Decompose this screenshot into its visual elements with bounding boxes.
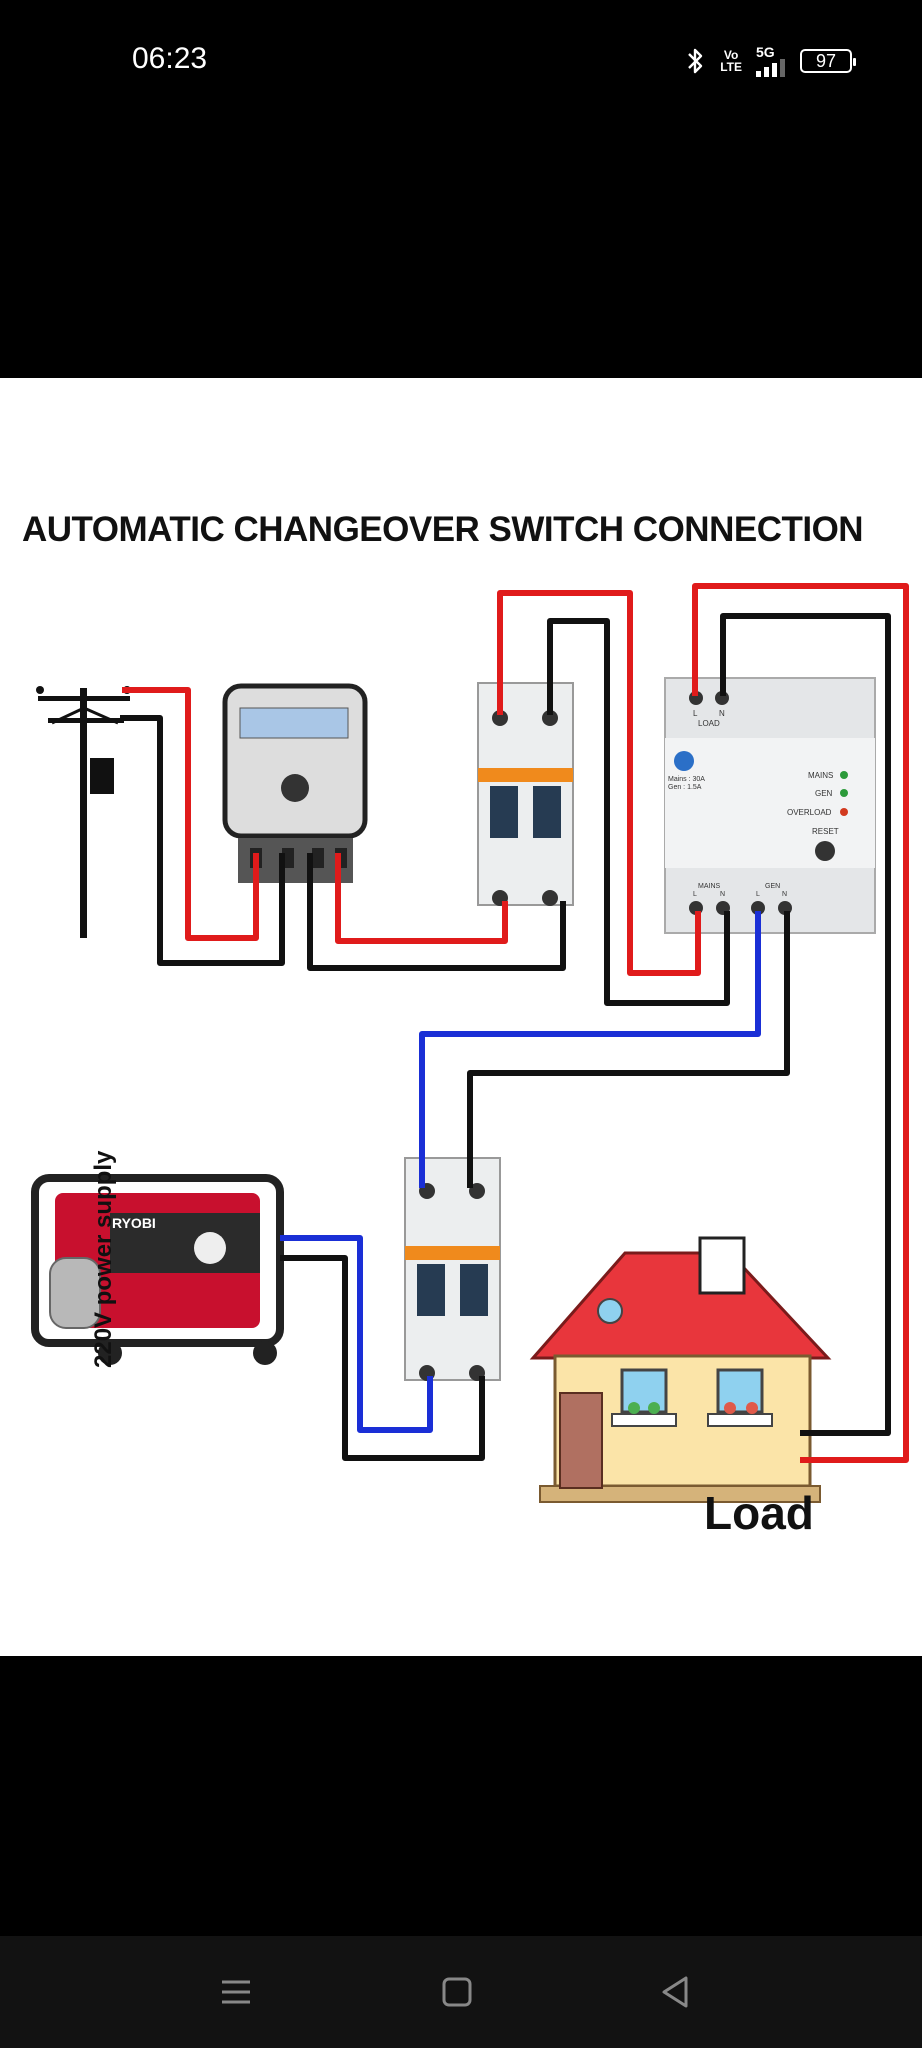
mains-breaker-icon: [477, 682, 574, 906]
ats-ind-mains: MAINS: [808, 771, 833, 780]
ats-bottom-gen: GEN: [765, 883, 780, 890]
ats-bottom-n2: N: [782, 891, 787, 898]
back-icon[interactable]: [656, 1972, 696, 2012]
home-icon[interactable]: [437, 1972, 477, 2012]
volte-bottom-label: LTE: [720, 60, 742, 74]
battery-level: 97: [815, 50, 837, 71]
bluetooth-icon: [688, 48, 703, 74]
generator-live-wires: [280, 911, 761, 1433]
network-type-label: 5G: [756, 44, 775, 60]
wiring-diagram: L N LOAD Mains : 30A Gen : 1.5A MAINS GE…: [31, 583, 909, 1503]
battery-indicator: 97: [800, 49, 856, 73]
ats-load-caption: LOAD: [698, 719, 720, 728]
ats-controller-icon: L N LOAD Mains : 30A Gen : 1.5A MAINS GE…: [664, 677, 876, 934]
neutral-wires: [120, 613, 891, 1461]
image-viewer[interactable]: L N LOAD Mains : 30A Gen : 1.5A MAINS GE…: [0, 378, 922, 1656]
load-label: Load: [704, 1487, 814, 1539]
ats-bottom-mains: MAINS: [698, 883, 721, 890]
volte-indicator: Vo LTE: [720, 49, 742, 73]
ats-reset-label: RESET: [812, 827, 839, 836]
ats-ind-overload: OVERLOAD: [787, 808, 832, 817]
diagram-title: AUTOMATIC CHANGEOVER SWITCH CONNECTION: [22, 510, 864, 549]
generator-icon: RYOBI: [31, 1174, 284, 1365]
signal-indicator: 5G: [756, 45, 786, 77]
live-wires: [122, 583, 909, 1463]
generator-breaker-icon: [404, 1157, 501, 1381]
ats-bottom-l1: L: [693, 891, 697, 898]
ats-rating-2: Gen : 1.5A: [668, 784, 702, 791]
volte-top-label: Vo: [723, 48, 739, 62]
ats-rating-1: Mains : 30A: [668, 776, 705, 783]
status-icons: Vo LTE 5G 97: [684, 44, 856, 78]
energy-meter-icon: [222, 683, 368, 883]
navigation-bar: [0, 1936, 922, 2048]
ats-load-n: N: [719, 709, 725, 718]
status-time: 06:23: [132, 42, 208, 75]
ats-load-l: L: [693, 709, 698, 718]
house-icon: [529, 1236, 832, 1503]
ats-bottom-n1: N: [720, 891, 725, 898]
menu-icon[interactable]: [216, 1972, 256, 2012]
generator-brand: RYOBI: [112, 1215, 156, 1231]
ats-ind-gen: GEN: [815, 789, 833, 798]
ats-bottom-l2: L: [756, 891, 760, 898]
supply-label: 220V power supply: [90, 1150, 117, 1368]
signal-bars-icon: [756, 59, 785, 77]
utility-pole-icon: [36, 686, 131, 938]
status-bar: 06:23 Vo LTE 5G 97: [0, 0, 922, 120]
